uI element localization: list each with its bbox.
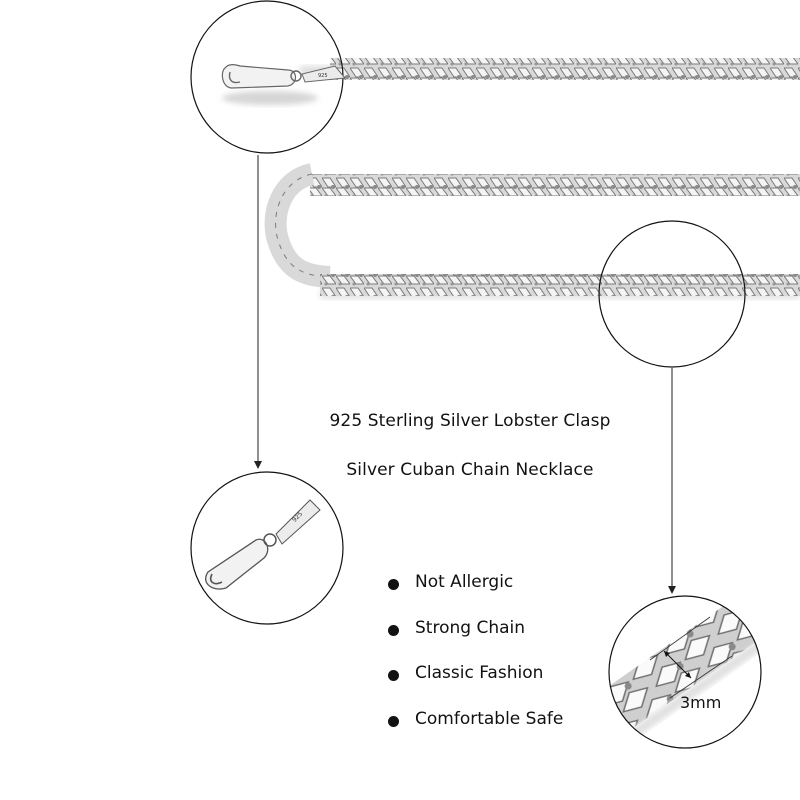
clasp-callout-bottom: 925 bbox=[190, 471, 344, 625]
feature-list: Not Allergic Strong Chain Classic Fashio… bbox=[388, 572, 563, 754]
product-title-line-2: Silver Cuban Chain Necklace bbox=[346, 460, 594, 480]
chain-top bbox=[300, 58, 800, 80]
arrow-clasp bbox=[254, 155, 262, 469]
feature-item: Strong Chain bbox=[388, 618, 563, 664]
feature-label: Classic Fashion bbox=[415, 663, 544, 683]
arrow-chain bbox=[668, 368, 676, 594]
feature-item: Comfortable Safe bbox=[388, 709, 563, 755]
chain-callout-middle bbox=[598, 220, 746, 368]
chain-width-label: 3mm bbox=[680, 693, 722, 712]
bullet-icon bbox=[388, 670, 399, 681]
feature-label: Not Allergic bbox=[415, 572, 514, 592]
chain-width-callout bbox=[608, 595, 762, 749]
clasp-stamp-top: 925 bbox=[318, 73, 328, 79]
clasp-callout-top: 925 bbox=[190, 0, 346, 154]
feature-item: Not Allergic bbox=[388, 572, 563, 618]
feature-label: Comfortable Safe bbox=[415, 708, 564, 729]
feature-item: Classic Fashion bbox=[388, 663, 563, 709]
bullet-icon bbox=[388, 715, 399, 727]
feature-label: Strong Chain bbox=[415, 617, 526, 638]
bullet-icon bbox=[388, 624, 399, 636]
chain-loop bbox=[264, 163, 800, 299]
bullet-icon bbox=[388, 579, 399, 590]
product-title-line-1: 925 Sterling Silver Lobster Clasp bbox=[329, 411, 611, 431]
